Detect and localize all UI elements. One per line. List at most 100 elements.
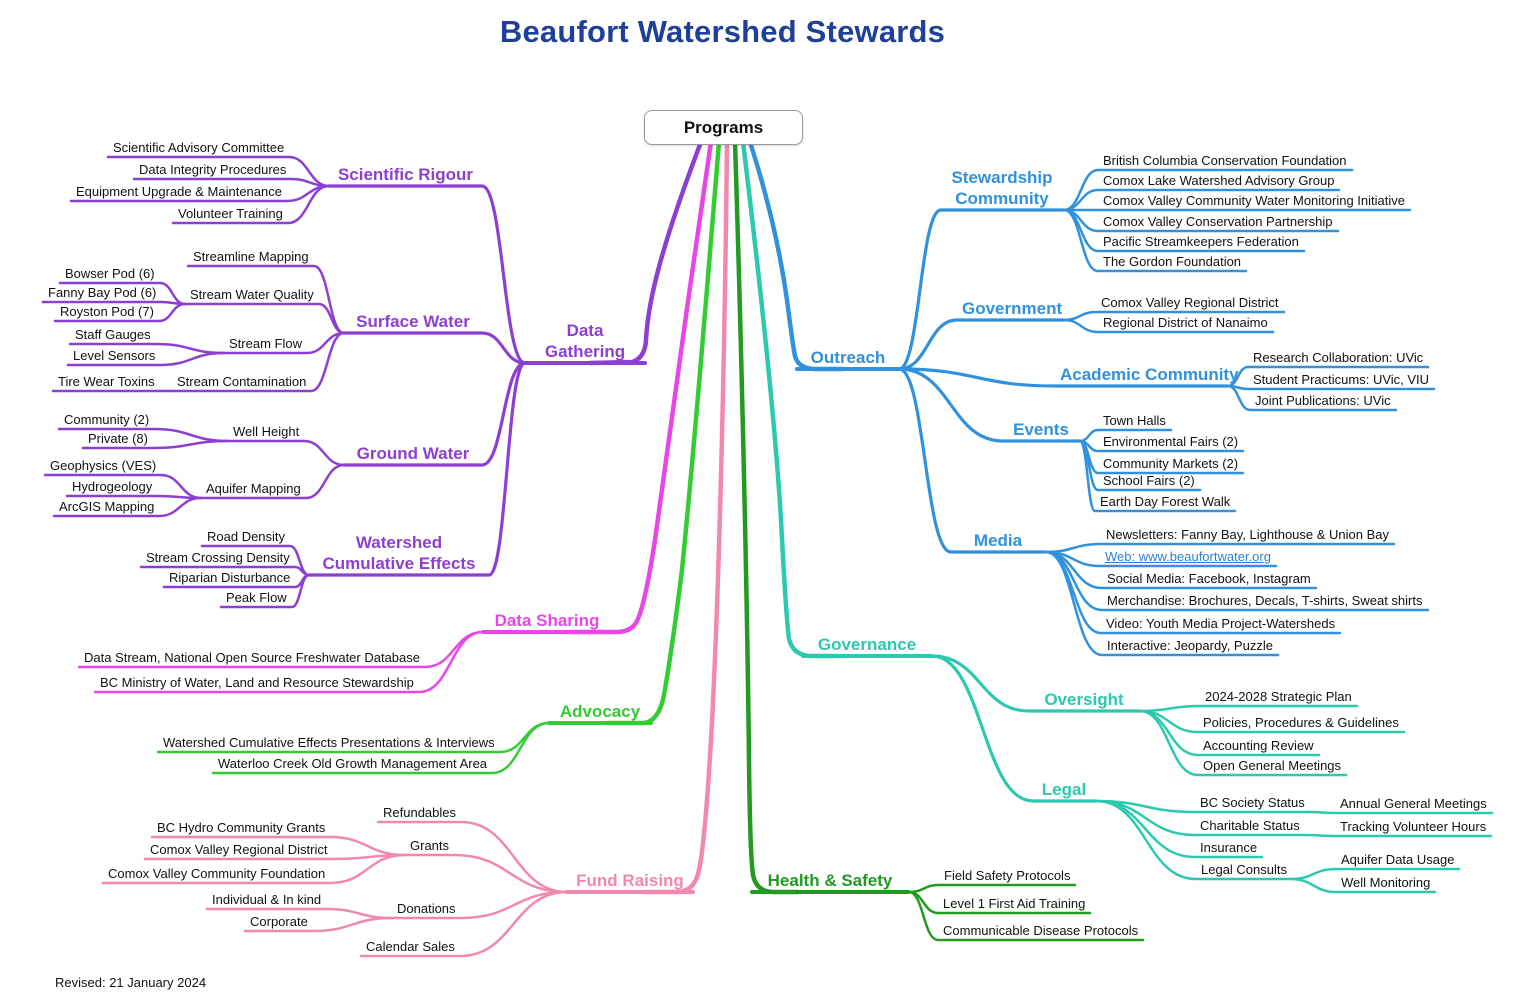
node-royston-pod: Royston Pod (7): [60, 304, 154, 319]
edge-subbranch-stewardship-community: [897, 208, 1065, 371]
edge-node-refundables: [376, 820, 569, 894]
node-well-monitoring: Well Monitoring: [1341, 875, 1431, 890]
node-student-practicums: Student Practicums: UVic, VIU: [1253, 372, 1430, 387]
node-volunteer-training: Volunteer Training: [178, 206, 283, 221]
node-bc-hydro-community-grants: BC Hydro Community Grants: [157, 820, 326, 835]
node-research-collaboration-uvic: Research Collaboration: UVic: [1253, 350, 1424, 365]
edge-node-field-safety-protocols: [907, 883, 1077, 894]
node-charitable-status: Charitable Status: [1200, 818, 1300, 833]
edge-node-stream-water-quality: [183, 302, 346, 335]
page-title: Beaufort Watershed Stewards: [499, 14, 946, 49]
node-level-1-first-aid: Level 1 First Aid Training: [943, 896, 1086, 911]
node-newsletters: Newsletters: Fanny Bay, Lighthouse & Uni…: [1106, 527, 1390, 542]
edge-node-grants: [403, 853, 569, 894]
subbranch-scientific-rigour: Scientific Rigour: [337, 165, 474, 184]
node-calendar-sales: Calendar Sales: [366, 939, 455, 954]
trunk-outreach: [747, 139, 846, 372]
node-legal-consults: Legal Consults: [1201, 862, 1287, 877]
node-comox-valley-regional-district: Comox Valley Regional District: [1101, 295, 1279, 310]
subbranch-events: Events: [1013, 420, 1069, 439]
node-aquifer-data-usage: Aquifer Data Usage: [1341, 852, 1455, 867]
node-bowser-pod: Bowser Pod (6): [65, 266, 155, 281]
node-annual-general-meetings: Annual General Meetings: [1340, 796, 1487, 811]
node-cv-conservation-partnership: Comox Valley Conservation Partnership: [1103, 214, 1333, 229]
node-insurance: Insurance: [1200, 840, 1258, 855]
node-fanny-bay-pod: Fanny Bay Pod (6): [48, 285, 157, 300]
subbranch-surface-water: Surface Water: [356, 312, 470, 331]
node-comox-valley-community-foundation: Comox Valley Community Foundation: [108, 866, 326, 881]
node-streamline-mapping: Streamline Mapping: [193, 249, 309, 264]
node-bc-ministry-water: BC Ministry of Water, Land and Resource …: [100, 675, 414, 690]
node-staff-gauges: Staff Gauges: [75, 327, 151, 342]
node-environmental-fairs: Environmental Fairs (2): [1103, 434, 1239, 449]
node-stream-flow: Stream Flow: [229, 336, 302, 351]
node-communicable-disease-protocols: Communicable Disease Protocols: [943, 923, 1139, 938]
node-comox-valley-regional-district-grant: Comox Valley Regional District: [150, 842, 328, 857]
node-scientific-advisory-committee: Scientific Advisory Committee: [113, 140, 285, 155]
node-merchandise: Merchandise: Brochures, Decals, T-shirts…: [1107, 593, 1423, 608]
edge-node-well-height: [226, 439, 346, 467]
node-stream-water-quality: Stream Water Quality: [190, 287, 314, 302]
subbranch-oversight: Oversight: [1044, 690, 1124, 709]
node-strategic-plan: 2024-2028 Strategic Plan: [1205, 689, 1352, 704]
node-donations: Donations: [397, 901, 456, 916]
edge-node-annual-general-meetings: [1306, 810, 1494, 815]
branch-advocacy: Advocacy: [559, 702, 641, 721]
node-joint-publications-uvic: Joint Publications: UVic: [1255, 393, 1391, 408]
branch-data-sharing: Data Sharing: [494, 611, 600, 630]
node-gordon-foundation: The Gordon Foundation: [1103, 254, 1242, 269]
branch-health-safety: Health & Safety: [767, 871, 893, 890]
node-cv-water-monitoring-initiative: Comox Valley Community Water Monitoring …: [1103, 193, 1405, 208]
node-bc-conservation-foundation: British Columbia Conservation Foundation: [1103, 153, 1347, 168]
node-community-markets: Community Markets (2): [1103, 456, 1239, 471]
subbranch-ground-water: Ground Water: [356, 444, 470, 463]
node-hydrogeology: Hydrogeology: [72, 479, 153, 494]
subbranch-legal: Legal: [1041, 780, 1087, 799]
edge-subbranch-government: [897, 318, 1065, 371]
node-town-halls: Town Halls: [1103, 413, 1166, 428]
node-well-height: Well Height: [233, 424, 300, 439]
node-pacific-streamkeepers: Pacific Streamkeepers Federation: [1103, 234, 1299, 249]
branch-fund-raising: Fund Raising: [576, 871, 684, 890]
node-arcgis-mapping: ArcGIS Mapping: [59, 499, 155, 514]
node-wce-presentations-interviews: Watershed Cumulative Effects Presentatio…: [163, 735, 495, 750]
node-bc-society-status: BC Society Status: [1200, 795, 1305, 810]
node-social-media: Social Media: Facebook, Instagram: [1107, 571, 1311, 586]
node-aquifer-mapping: Aquifer Mapping: [206, 481, 301, 496]
node-data-stream-database: Data Stream, National Open Source Freshw…: [84, 650, 421, 665]
subbranch-stewardship-community: Stewardship Community: [951, 168, 1053, 208]
branch-outreach: Outreach: [810, 348, 886, 367]
subbranch-watershed-cumulative-effects: Watershed Cumulative Effects: [322, 533, 476, 573]
node-field-safety-protocols: Field Safety Protocols: [944, 868, 1071, 883]
trunk-governance: [740, 139, 841, 659]
node-policies-procedures-guidelines: Policies, Procedures & Guidelines: [1203, 715, 1399, 730]
node-website-link[interactable]: Web: www.beaufortwater.org: [1105, 549, 1271, 564]
node-private-wells: Private (8): [88, 431, 148, 446]
node-tracking-volunteer-hours: Tracking Volunteer Hours: [1340, 819, 1487, 834]
node-grants: Grants: [410, 838, 450, 853]
node-waterloo-creek-old-growth: Waterloo Creek Old Growth Management Are…: [218, 756, 488, 771]
edge-subbranch-media: [897, 367, 1047, 554]
node-open-general-meetings: Open General Meetings: [1203, 758, 1342, 773]
edge-node-hydrogeology: [65, 494, 203, 500]
subbranch-government: Government: [962, 299, 1063, 318]
node-corporate: Corporate: [250, 914, 308, 929]
node-level-sensors: Level Sensors: [73, 348, 156, 363]
node-equipment-upgrade-maintenance: Equipment Upgrade & Maintenance: [76, 184, 282, 199]
edge-subbranch-scientific-rigour: [327, 184, 527, 365]
node-individual-in-kind: Individual & In kind: [212, 892, 322, 907]
node-riparian-disturbance: Riparian Disturbance: [169, 570, 291, 585]
node-community-wells: Community (2): [64, 412, 150, 427]
subbranch-media: Media: [973, 531, 1023, 550]
trunk-fund-raising: [642, 139, 730, 895]
node-interactive-jeopardy-puzzle: Interactive: Jeopardy, Puzzle: [1107, 638, 1273, 653]
trunk-advocacy: [605, 139, 722, 726]
node-regional-district-nanaimo: Regional District of Nanaimo: [1103, 315, 1268, 330]
subbranch-academic-community: Academic Community: [1060, 365, 1239, 384]
node-peak-flow: Peak Flow: [226, 590, 287, 605]
node-tire-wear-toxins: Tire Wear Toxins: [58, 374, 155, 389]
root-node-programs: Programs: [644, 110, 803, 145]
edge-node-strategic-plan: [1138, 704, 1359, 713]
node-data-integrity-procedures: Data Integrity Procedures: [139, 162, 287, 177]
trunk-data-sharing: [567, 139, 714, 635]
